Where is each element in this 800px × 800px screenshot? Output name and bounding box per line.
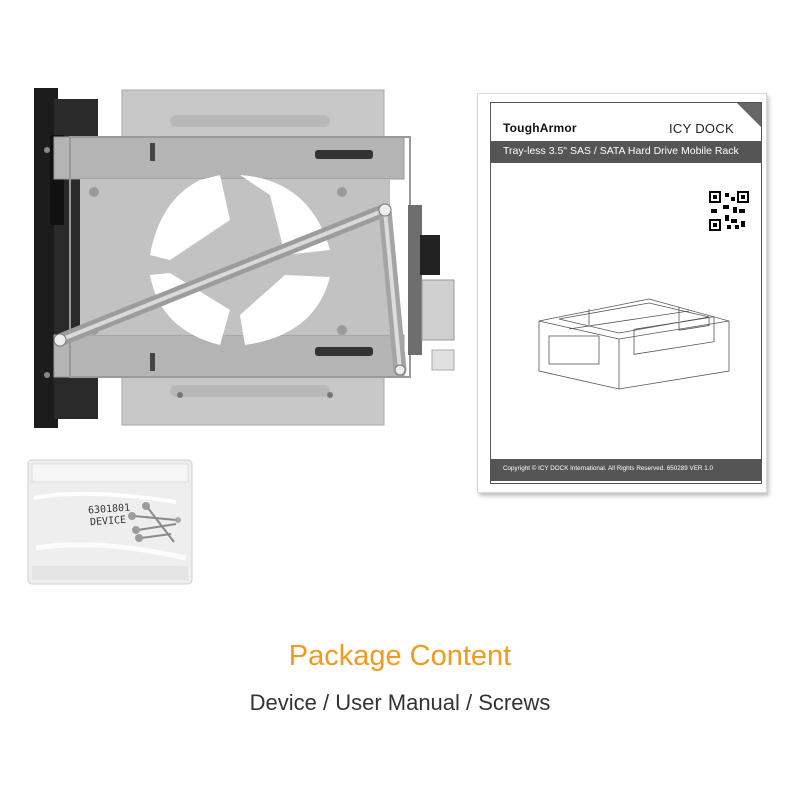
manual-product-name: ToughArmor: [503, 121, 577, 135]
manual-footer-bar: [491, 459, 761, 481]
mobile-rack-illustration: [34, 88, 455, 428]
manual-cover: ToughArmor ICY DOCK Tray-less 3.5" SAS /…: [490, 102, 762, 484]
device-image: [30, 85, 460, 430]
manual-page: ToughArmor ICY DOCK Tray-less 3.5" SAS /…: [477, 93, 767, 493]
manual-copyright: Copyright © ICY DOCK International. All …: [503, 465, 713, 472]
mobile-rack-line-drawing: [538, 298, 730, 390]
plastic-bag-shape: [27, 459, 193, 585]
screw-icon: [133, 507, 177, 543]
manual-title-area: [491, 103, 761, 133]
qr-code-icon: [709, 191, 749, 231]
screws-bag: 6301801 DEVICE: [26, 458, 194, 586]
manual-subtitle: Tray-less 3.5" SAS / SATA Hard Drive Mob…: [503, 145, 739, 157]
package-items-text: Device / User Manual / Screws: [249, 690, 551, 715]
manual-subtitle-bar: [491, 141, 761, 163]
manual-brand-logo: ICY DOCK: [669, 121, 735, 136]
package-content-heading: Package Content: [288, 640, 512, 672]
user-manual: ToughArmor ICY DOCK Tray-less 3.5" SAS /…: [477, 93, 775, 495]
manual-corner-fold: [737, 103, 761, 127]
